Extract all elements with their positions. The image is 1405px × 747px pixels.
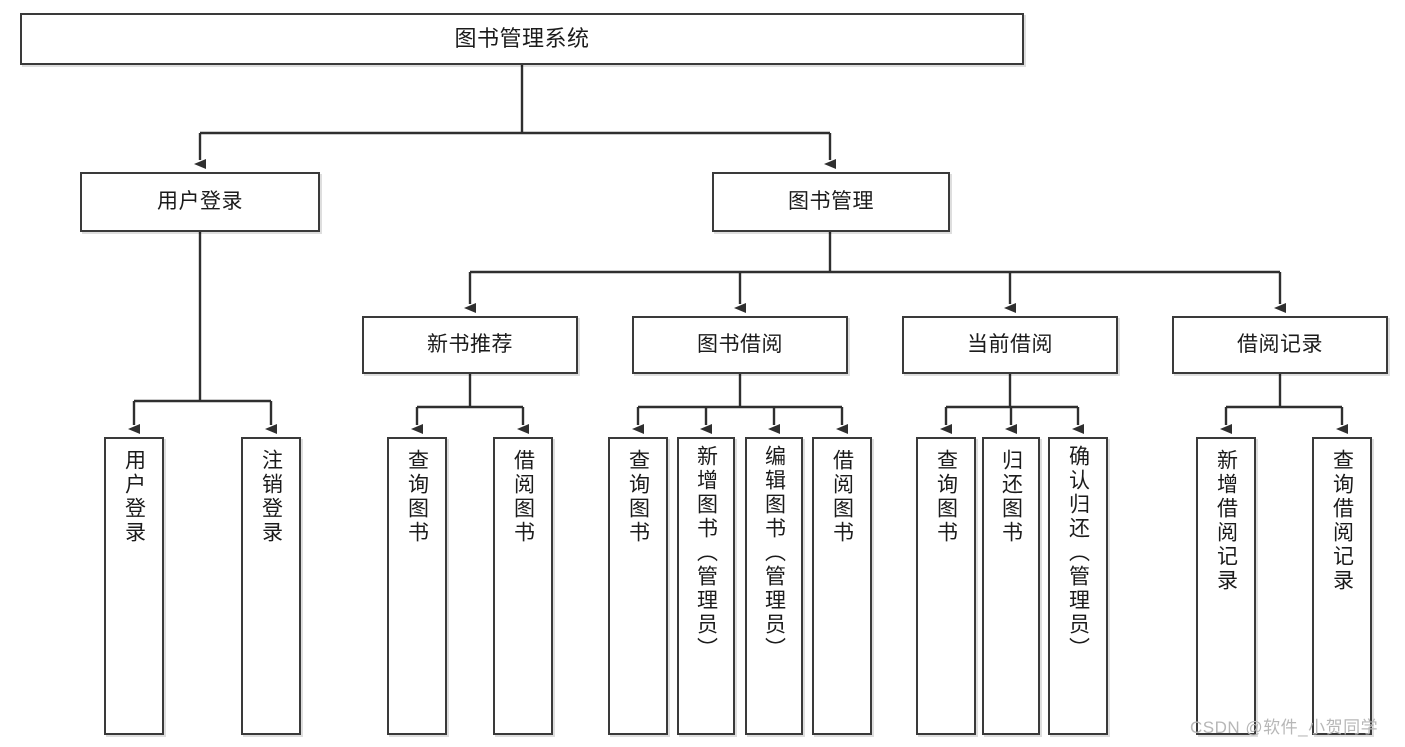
leaf-new-book-borrow[interactable]: 借阅图书 (493, 437, 553, 735)
leaf-borrow-record-query-label: 查询借阅记录 (1330, 449, 1354, 593)
leaf-user-login-logout-label: 注销登录 (259, 449, 283, 545)
leaf-current-borrow-query-label: 查询图书 (934, 449, 958, 545)
leaf-book-borrow-add-label: 新增图书（管理员） (694, 445, 718, 661)
leaf-book-borrow-edit[interactable]: 编辑图书（管理员） (745, 437, 803, 735)
node-user-login[interactable]: 用户登录 (80, 172, 320, 232)
leaf-current-borrow-return-label: 归还图书 (999, 449, 1023, 545)
leaf-book-borrow-borrow[interactable]: 借阅图书 (812, 437, 872, 735)
node-root-label: 图书管理系统 (454, 25, 590, 51)
leaf-book-borrow-borrow-label: 借阅图书 (830, 449, 854, 545)
leaf-new-book-borrow-label: 借阅图书 (511, 449, 535, 545)
leaf-book-borrow-query[interactable]: 查询图书 (608, 437, 668, 735)
leaf-book-borrow-add[interactable]: 新增图书（管理员） (677, 437, 735, 735)
node-book-management-label: 图书管理 (788, 190, 874, 214)
node-new-book-recommend[interactable]: 新书推荐 (362, 316, 578, 374)
leaf-borrow-record-query[interactable]: 查询借阅记录 (1312, 437, 1372, 735)
leaf-current-borrow-confirm-label: 确认归还（管理员） (1066, 445, 1090, 661)
leaf-current-borrow-return[interactable]: 归还图书 (982, 437, 1040, 735)
leaf-current-borrow-query[interactable]: 查询图书 (916, 437, 976, 735)
leaf-book-borrow-query-label: 查询图书 (626, 449, 650, 545)
csdn-watermark: CSDN @软件_小贺同学 (1190, 718, 1379, 737)
leaf-book-borrow-edit-label: 编辑图书（管理员） (762, 445, 786, 661)
node-root[interactable]: 图书管理系统 (20, 13, 1024, 65)
leaf-new-book-query-label: 查询图书 (405, 449, 429, 545)
node-user-login-label: 用户登录 (157, 190, 243, 214)
node-new-book-recommend-label: 新书推荐 (427, 333, 513, 357)
node-book-management[interactable]: 图书管理 (712, 172, 950, 232)
leaf-user-login-logout[interactable]: 注销登录 (241, 437, 301, 735)
node-current-borrow-label: 当前借阅 (967, 333, 1053, 357)
leaf-user-login-login-label: 用户登录 (122, 449, 146, 545)
leaf-new-book-query[interactable]: 查询图书 (387, 437, 447, 735)
node-borrow-record[interactable]: 借阅记录 (1172, 316, 1388, 374)
leaf-borrow-record-add[interactable]: 新增借阅记录 (1196, 437, 1256, 735)
node-book-borrow[interactable]: 图书借阅 (632, 316, 848, 374)
leaf-current-borrow-confirm[interactable]: 确认归还（管理员） (1048, 437, 1108, 735)
node-current-borrow[interactable]: 当前借阅 (902, 316, 1118, 374)
leaf-user-login-login[interactable]: 用户登录 (104, 437, 164, 735)
leaf-borrow-record-add-label: 新增借阅记录 (1214, 449, 1238, 593)
node-book-borrow-label: 图书借阅 (697, 333, 783, 357)
node-borrow-record-label: 借阅记录 (1237, 333, 1323, 357)
